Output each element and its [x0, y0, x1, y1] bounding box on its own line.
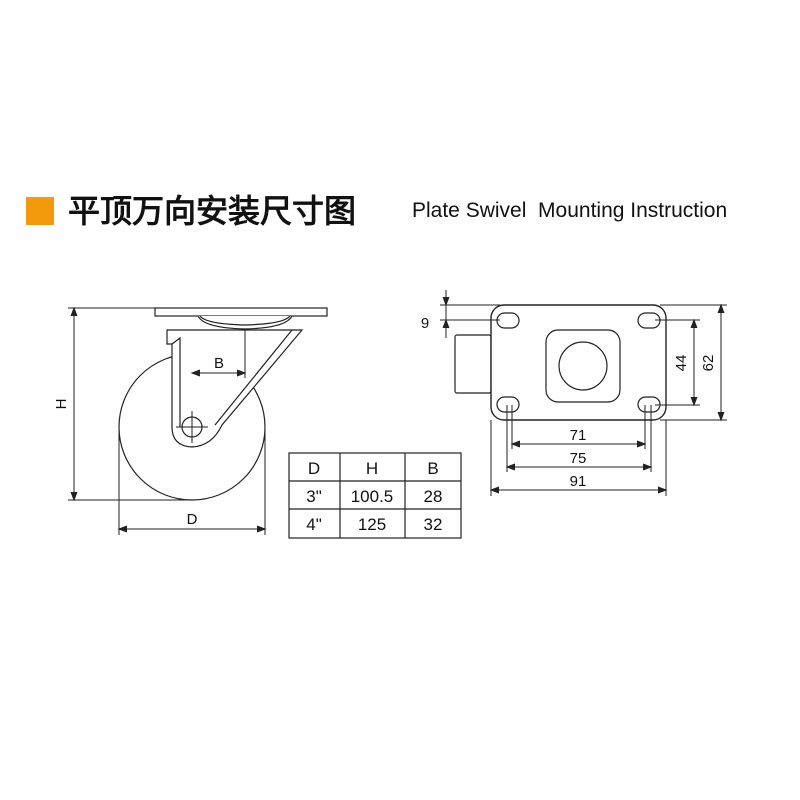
- diameter-dimension: [117, 427, 267, 535]
- table-cell: 100.5: [351, 487, 394, 506]
- title-english: Plate Swivel Mounting Instruction: [412, 199, 728, 222]
- inner-horizontal-dimension: [505, 405, 653, 472]
- plate-top-view: [454, 304, 667, 421]
- table-cell: 3": [306, 487, 322, 506]
- dim-hole-vertical-label: 44: [673, 355, 690, 372]
- hole-vertical-dimension: [655, 318, 700, 407]
- height-dimension: [68, 306, 190, 502]
- table-header-d: D: [308, 459, 320, 478]
- dim-plate-horizontal-label: 91: [570, 473, 587, 490]
- table-header-h: H: [366, 459, 378, 478]
- plate-horizontal-dimension: [489, 420, 668, 496]
- header: 平顶万向安装尺寸图 Plate Swivel Mounting Instruct…: [26, 188, 786, 234]
- dim-hole-horizontal-label: 71: [570, 427, 587, 444]
- offset-label: B: [214, 355, 224, 372]
- table-header-b: B: [427, 459, 438, 478]
- title-chinese: 平顶万向安装尺寸图: [68, 192, 357, 230]
- dim-plate-vertical-label: 62: [700, 355, 717, 372]
- orange-square-icon: [26, 197, 54, 225]
- top-offset-dimension: [440, 290, 500, 338]
- offset-dimension: [190, 330, 247, 378]
- diameter-label: D: [187, 511, 198, 528]
- hole-horizontal-dimension: [510, 405, 647, 449]
- table-cell: 125: [358, 515, 386, 534]
- height-label: H: [53, 399, 70, 410]
- side-view-caster: [118, 307, 328, 501]
- dim-top-label: 9: [421, 315, 429, 332]
- table-cell: 32: [424, 515, 443, 534]
- plate-vertical-dimension: [660, 303, 727, 422]
- dimension-table: [288, 452, 462, 539]
- table-cell: 28: [424, 487, 443, 506]
- dim-inner-horizontal-label: 75: [570, 450, 587, 467]
- table-cell: 4": [306, 515, 322, 534]
